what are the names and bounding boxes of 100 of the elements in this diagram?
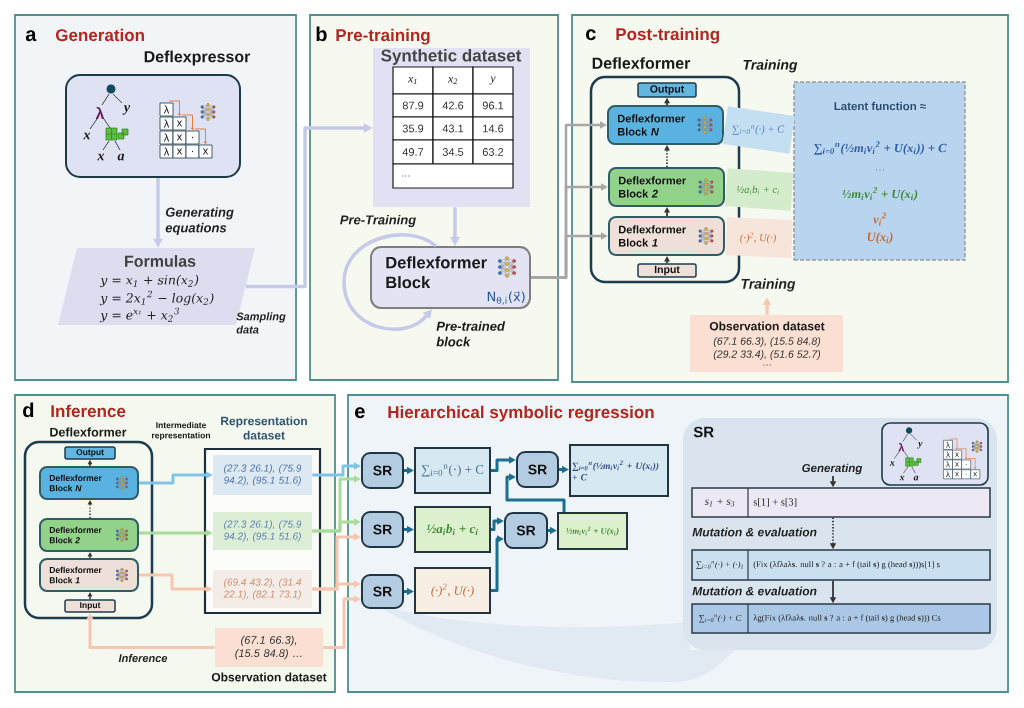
ellipsis: … [876,169,884,171]
lambda-table: λ λ x λ x . λ x . x [159,100,213,159]
edge-label: Sampling data [236,312,286,334]
arrow [342,233,437,331]
node-label: λ [163,133,170,142]
node-label: λ [898,443,905,452]
heading: Deflexformer [592,57,691,69]
formula: y = 2x$_{1}$$^{2}$ − log(x$_{2}$) [99,290,214,306]
panel-title: Generation [55,28,144,42]
heading: Representation dataset [221,416,307,440]
arrow [87,592,93,600]
heading: Deflexformer [50,427,127,437]
formula-box: ½m$_{i}$v$_{i}$$^{2}$ + U(x$_{i}$) [557,512,628,550]
node-label: x [83,132,91,140]
panel-letter: e [355,407,365,419]
data-box: (69.4 43.2), (31.4 22.1), (82.1 73.1) [213,570,312,608]
formula: s$_{1}$ + s$_{3}$ [704,498,735,507]
formula-box: ∑$_{i=0}$$^{n}$(½m$_{i}$v$_{i}$$^{2}$ + U(x$_{i}$)) + C [569,444,669,497]
formula: ∑$_{i=0}$$^{n}$(·) + (·)$_{1}$ [696,561,743,569]
node-label: y [917,441,923,449]
formula-box: (·)$^{2}$, U(·) [414,567,491,614]
arrow [664,256,670,265]
table-cell: 14.6 [472,116,514,141]
table-cell: 43.1 [432,116,474,141]
sr-box: SR [516,451,559,488]
panel-title: Pre-training [336,28,430,45]
table-cell: y [472,66,514,95]
output-box: Output [637,82,697,98]
panel-title: Hierarchical symbolic regression [388,405,654,422]
heading: Observation dataset [211,672,327,682]
edge-label: Training [741,278,796,292]
heading: Synthetic dataset [381,49,522,65]
node-label: a [117,153,125,161]
formula: ½m$_{i}$v$_{i}$$^{2}$ + U(x$_{i}$) [842,187,918,201]
program-text: s[1] + s[3] [753,498,797,507]
heading: Formulas [125,255,196,267]
edge-label: Generating equations [165,207,234,235]
data-box: Observation dataset (67.1 66.3), (15.5 84.8) (29.2 33.4), (51.6 52.7) … [690,315,843,372]
expression-tree: λ y x x a [83,84,131,161]
sr-box: SR [504,512,548,549]
formula: y = e$^{x₁}$ + x$_{2}$3 [99,307,180,323]
arrow [505,473,566,512]
panel-letter: c [586,29,596,41]
table-cell: 42.6 [432,93,474,118]
node-label: x [899,475,905,481]
formula-box: ½a$_{i}$b$_{i}$ + c$_{i}$ [414,506,491,553]
node-label: x [176,134,183,141]
data-box: (27.3 26.1), (75.9 94.2), (95.1 51.6) [213,512,312,550]
table-cell: 63.2 [472,139,514,165]
block-box: Deflexformer Block N [39,466,139,500]
formula: ∑$_{i=0}$$^{n}$(·) + C [699,614,742,623]
arrow [87,500,93,519]
input-box: Input [637,263,697,278]
formula-box: ∑$_{i=0}$$^{n}$(·) + C [414,447,491,494]
formula: v$_{i}$2 [873,212,886,226]
node-label: x [176,120,183,127]
arrow [664,145,670,168]
node-label: x [889,461,895,466]
data-box: (67.1 66.3), (15.5 84.8) … [215,628,323,667]
node-label: λ [163,119,170,128]
panel-letter: d [23,402,34,418]
block-box: Deflexformer Block 2 [39,518,139,552]
arrow [664,207,670,217]
annotation: Training [743,59,798,73]
node-label: . [191,150,194,153]
node-label: a [913,475,919,481]
table-cell: 49.7 [392,139,434,165]
formula: ∑$_{i=0}$$^{n}$(½m$_{i}$v$_{i}$$^{2}$ + U(x$_{i}$)) + C [814,141,947,155]
data-box: (27.3 26.1), (75.9 94.2), (95.1 51.6) [213,455,312,495]
heading: SR [693,426,714,438]
table-cell: 87.9 [392,93,434,118]
node-label: λ [163,147,170,156]
table-cell: 96.1 [472,93,514,118]
expression-tree: λ y x x a [889,427,923,481]
edge-label: Generating [802,463,863,475]
panel-letter: a [25,30,37,42]
output-box: Output [64,446,116,460]
annotation: Pre-trained block [436,321,506,347]
panel-title: Post-training [616,27,719,44]
panel-letter: b [316,26,327,42]
table-cell: 34.5 [432,139,474,165]
sr-box: SR [361,511,404,548]
edge-label: Inference [118,653,168,663]
block-box: Deflexformer Block 1 [39,558,139,592]
edge-label: Mutation & evaluation [692,586,817,596]
table-cell: 35.9 [392,116,434,141]
node-label: λ [163,105,170,114]
table-cell: x$_{1}$ [392,66,434,95]
edge-label: Pre-Training [340,214,416,228]
node-label: λ [95,107,105,120]
formula: U(x$_{i}$) [867,232,893,244]
node-label: . [191,136,194,139]
edge-label: Mutation & evaluation [692,527,817,537]
heading: Deflexpressor [144,50,251,66]
sr-box: SR [361,574,404,609]
heading: Latent function ≈ [834,101,926,111]
node-label: y [122,105,131,115]
formula-label: N$_{θ,i}$(x⃗) [487,291,525,305]
annotation: Intermediate representation [152,421,210,441]
node-label: x [97,153,105,161]
